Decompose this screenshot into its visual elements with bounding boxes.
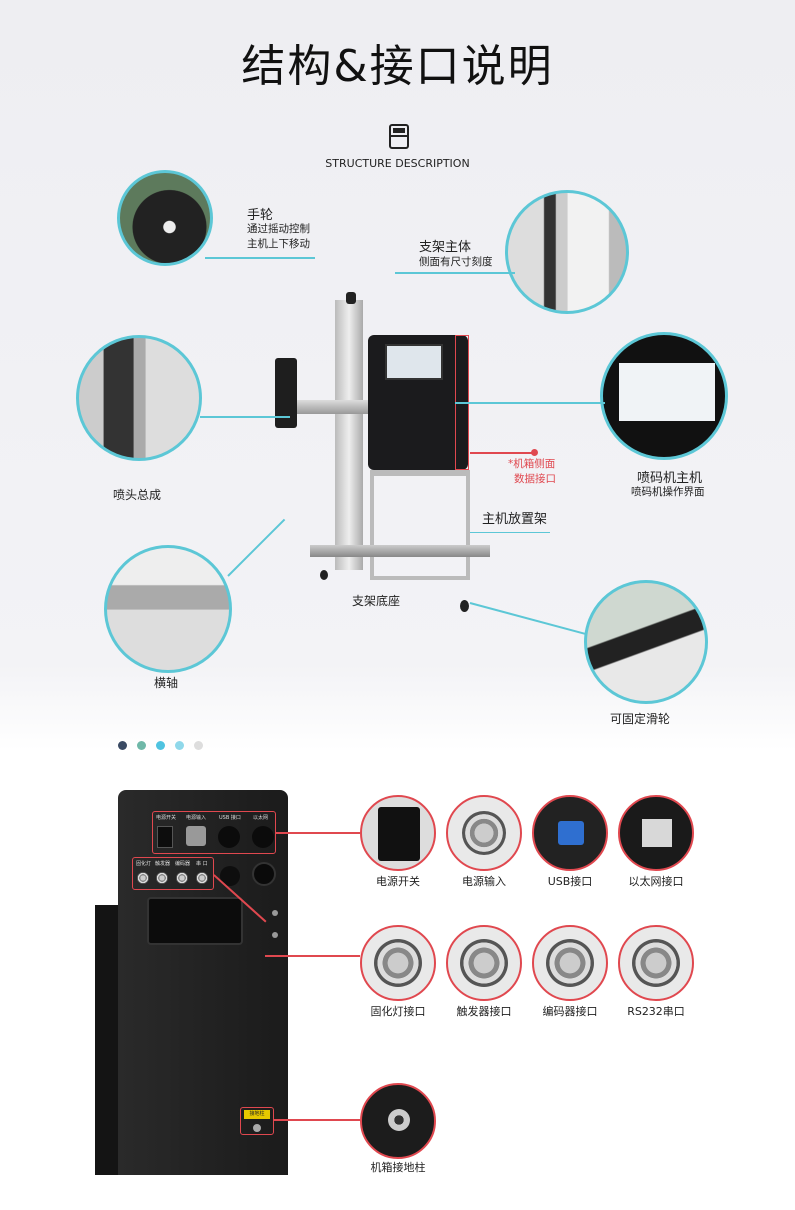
interface-label: USB接口 <box>547 875 593 888</box>
page-dot-1[interactable] <box>118 741 127 750</box>
side-ports-line2: 数据接口 <box>514 473 556 485</box>
panel-label: 电源输入 <box>186 815 207 821</box>
ground-post-photo <box>360 1083 436 1159</box>
nozzle-photo <box>76 335 202 461</box>
encoder-port-photo <box>532 925 608 1001</box>
handwheel-desc-1: 通过摇动控制 <box>247 223 310 235</box>
main-unit-desc: 喷码机操作界面 <box>631 486 705 498</box>
interface-label: 机箱接地柱 <box>370 1161 426 1174</box>
handwheel-desc-2: 主机上下移动 <box>247 238 310 250</box>
page-dot-2[interactable] <box>137 741 146 750</box>
stand-body-title: 支架主体 <box>419 240 472 255</box>
caster-title: 可固定滑轮 <box>610 712 671 726</box>
power-input-photo <box>446 795 522 871</box>
interface-label: 电源输入 <box>462 875 506 888</box>
stand-body-desc: 侧面有尺寸刻度 <box>419 256 493 268</box>
stand-scale-photo <box>505 190 629 314</box>
page-title: 结构&接口说明 <box>241 41 554 92</box>
host-rack-title: 主机放置架 <box>482 512 548 527</box>
crossbar-photo <box>104 545 232 673</box>
ethernet-photo <box>618 795 694 871</box>
interface-label: 触发器接口 <box>456 1005 512 1018</box>
caster-photo <box>584 580 708 704</box>
ground-label: 接地柱 <box>244 1110 270 1119</box>
nozzle-title: 喷头总成 <box>113 488 162 502</box>
screen-photo <box>600 332 728 460</box>
main-unit-title: 喷码机主机 <box>637 471 703 486</box>
interface-label: 电源开关 <box>376 875 420 888</box>
crossbar-title: 横轴 <box>154 676 179 690</box>
page-dot-3[interactable] <box>156 741 165 750</box>
panel-label: 编码器 <box>175 861 191 867</box>
interface-label: 以太网接口 <box>628 875 684 888</box>
panel-label: 触发器 <box>155 861 171 867</box>
panel-label: 串 口 <box>196 861 208 867</box>
interface-label: 编码器接口 <box>542 1005 598 1018</box>
trigger-port-photo <box>446 925 522 1001</box>
curing-lamp-port-photo <box>360 925 436 1001</box>
power-switch-photo <box>360 795 436 871</box>
side-ports-line1: *机箱侧面 <box>508 458 556 470</box>
panel-label: 以太网 <box>253 815 269 821</box>
interface-label: RS232串口 <box>627 1005 685 1018</box>
page-dot-4[interactable] <box>175 741 184 750</box>
page-subtitle: STRUCTURE DESCRIPTION <box>325 157 470 170</box>
page-dot-5[interactable] <box>194 741 203 750</box>
panel-label: 电源开关 <box>156 815 177 821</box>
rs232-port-photo <box>618 925 694 1001</box>
panel-label: 固化灯 <box>136 861 152 867</box>
printer-icon <box>389 124 409 149</box>
handwheel-title: 手轮 <box>247 208 274 223</box>
panel-label: USB 接口 <box>219 815 241 821</box>
handwheel-photo <box>117 170 213 266</box>
usb-photo <box>532 795 608 871</box>
stand-base-title: 支架底座 <box>352 594 401 608</box>
interface-label: 固化灯接口 <box>370 1005 426 1018</box>
